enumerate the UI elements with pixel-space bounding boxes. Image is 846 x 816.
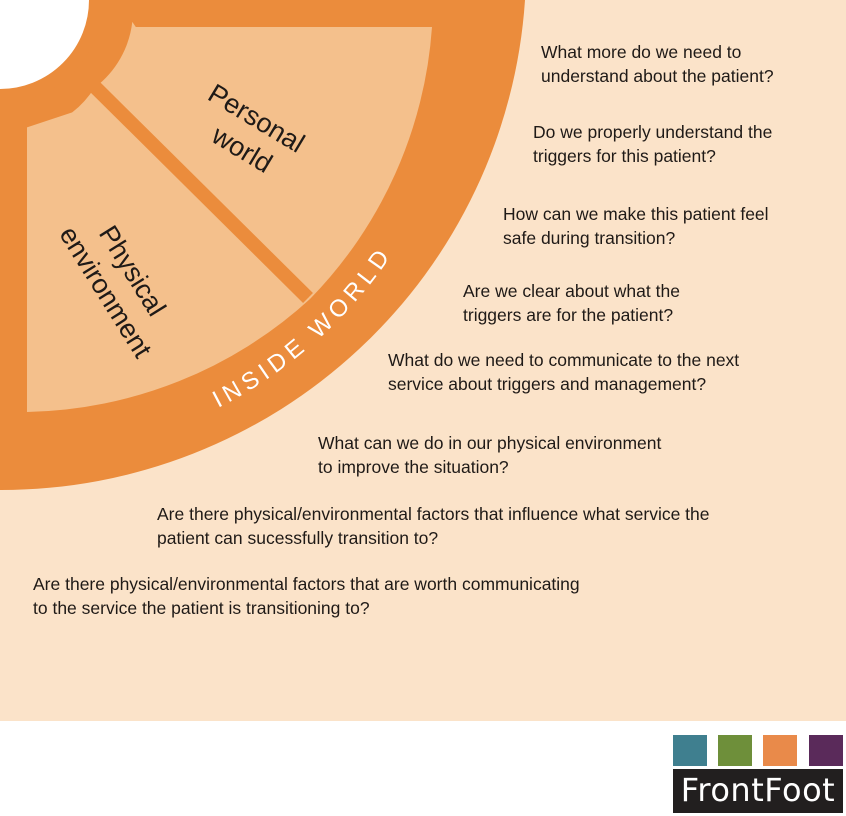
segment-divider [89,81,313,303]
question-6: What can we do in our physical environme… [318,433,662,477]
question-5: What do we need to communicate to the ne… [388,350,740,394]
center-circle [0,0,96,96]
segment-personal-world [94,21,432,300]
logo-text: FrontFoot [680,771,836,809]
logo-square-purple [809,735,843,766]
logo-text-box [673,769,843,813]
logo-square-teal [673,735,707,766]
inside-world-wheel: INSIDE WORLD Personal world Physical env… [0,0,525,491]
question-7: Are there physical/environmental factors… [157,504,710,548]
segment-physical-environment [27,87,310,412]
logo-square-orange [763,735,797,766]
logo-square-green [718,735,752,766]
frontfoot-logo: FrontFoot [673,735,843,813]
question-8: Are there physical/environmental factors… [33,574,580,618]
